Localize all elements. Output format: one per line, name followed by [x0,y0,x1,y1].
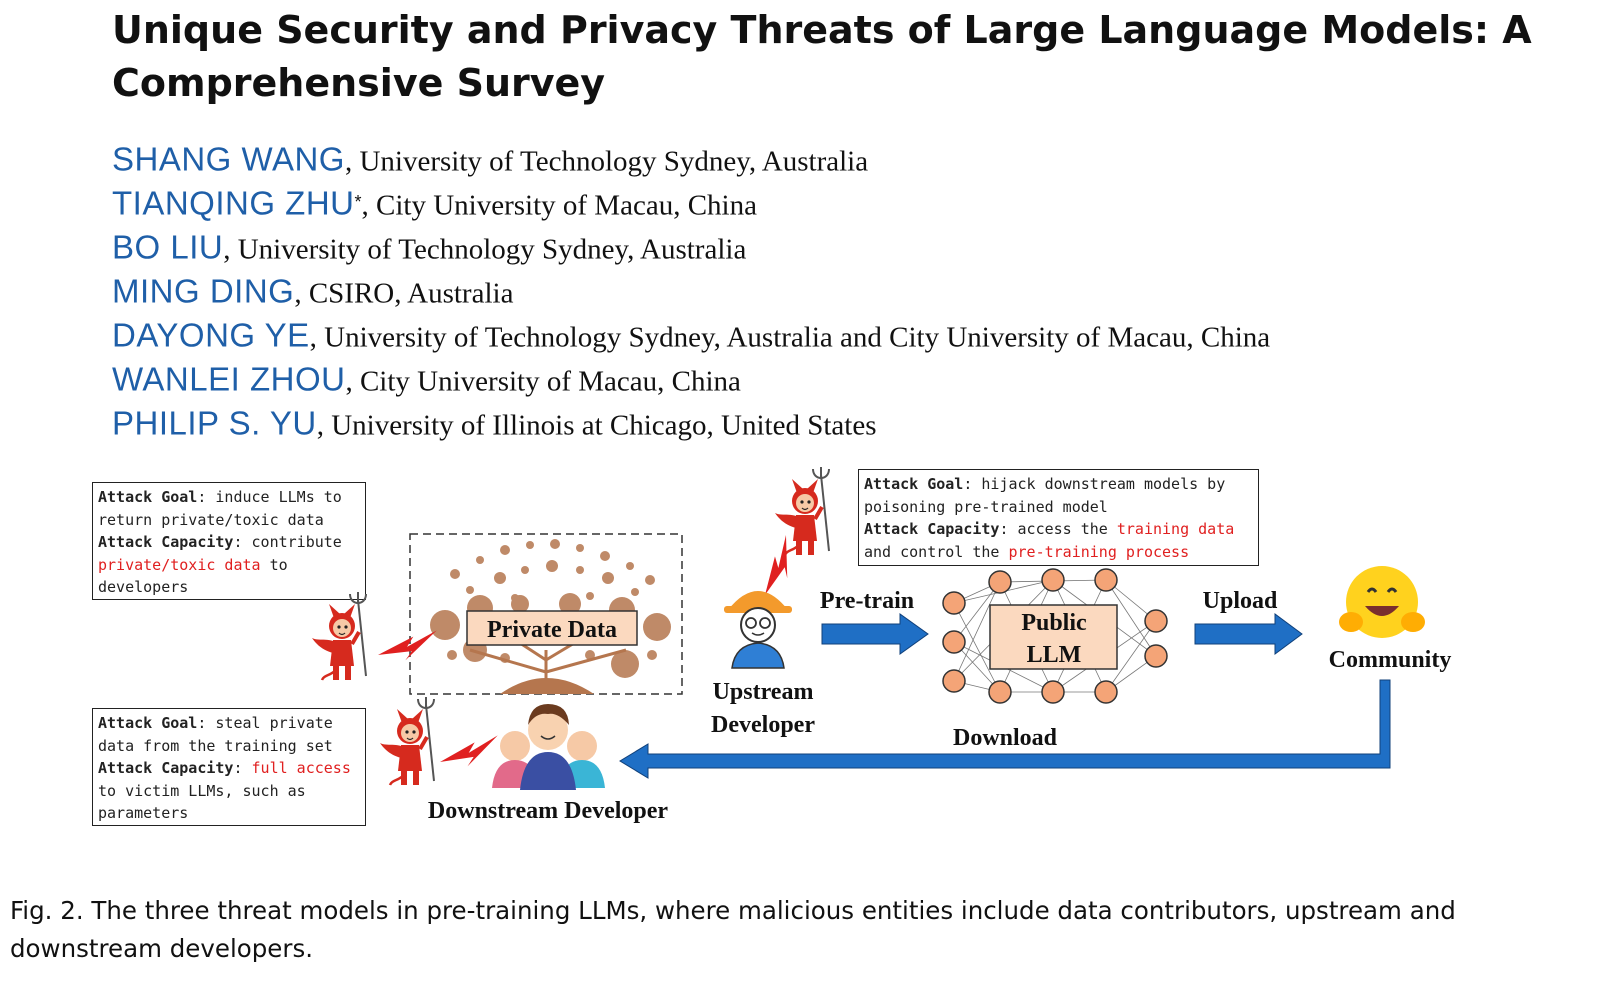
attack-capacity-label: Attack Capacity [98,759,234,777]
public-llm-label: LLM [1027,642,1082,668]
author-affiliation: , City University of Macau, China [345,365,741,398]
attack-capacity-tail: to victim LLMs, such as parameters [98,781,306,823]
author-entry: TIANQING ZHU*, City University of Macau,… [112,180,1592,224]
upload-label: Upload [1203,588,1278,614]
attack-capacity-tail: to developers [98,555,288,597]
public-llm-network [942,568,1168,704]
attack-capacity-label: Attack Capacity [98,533,234,551]
author-affiliation: , City University of Macau, China [361,189,757,222]
downstream-developer-icon [492,704,605,790]
author-affiliation: , University of Technology Sydney, Austr… [309,321,1271,354]
attack-capacity-highlight: private/toxic data [98,555,261,574]
attack-goal-label: Attack Goal [98,714,198,732]
pretrain-label: Pre-train [820,588,914,614]
private-data-cloud: Private Data [409,533,683,695]
upstream-developer-icon [724,591,792,669]
author-name: WANLEI ZHOU [112,360,346,398]
author-affiliation: , University of Technology Sydney, Austr… [344,145,869,178]
author-entry: DAYONG YE, University of Technology Sydn… [112,312,1592,356]
attack-box-data-contributor: Attack Goal: induce LLMs to return priva… [92,482,366,600]
community-label: Community [1329,647,1452,673]
attack-capacity-highlight: full access [251,759,351,777]
author-name: BO LIU [112,228,224,266]
author-name: DAYONG YE [112,316,310,354]
figure-caption: Fig. 2. The three threat models in pre-t… [10,896,1456,963]
author-name: SHANG WANG [112,140,345,178]
download-arrow [619,679,1391,779]
attack-box-downstream: Attack Goal: steal private data from the… [92,708,366,826]
attack-capacity-highlight: pre-training process [1008,542,1190,561]
private-data-label: Private Data [487,617,617,643]
author-sup: * [354,192,362,212]
author-name: MING DING [112,272,295,310]
attack-goal-text: : induce LLMs to return private/toxic da… [98,488,342,529]
devil-upstream-icon [773,465,831,557]
attack-capacity-highlight: training data [1116,520,1235,538]
public-llm-label: Public [1021,610,1087,636]
attack-capacity-text: : [233,759,252,777]
author-name: TIANQING ZHU [112,184,355,222]
attack-goal-label: Attack Goal [98,488,198,506]
author-entry: PHILIP S. YU, University of Illinois at … [112,400,1592,444]
attack-capacity-text: : contribute [233,533,342,551]
hugging-face-icon [1339,566,1425,638]
author-entry: WANLEI ZHOU, City University of Macau, C… [112,356,1592,400]
attack-capacity-mid: and control the [864,542,1009,561]
lightning-bolt-icon [375,630,441,665]
author-name: PHILIP S. YU [112,404,317,442]
attack-goal-text: : hijack downstream models by poisoning … [864,475,1226,516]
attack-capacity-label: Attack Capacity [864,520,1000,538]
downstream-developer-label: Downstream Developer [428,798,669,824]
author-affiliation: , University of Illinois at Chicago, Uni… [316,409,877,442]
attack-goal-text: : steal private data from the training s… [98,714,333,755]
pretrain-arrow [821,613,929,655]
attack-box-upstream: Attack Goal: hijack downstream models by… [858,469,1259,566]
upstream-developer-label: Upstream [713,679,814,705]
upload-arrow [1194,613,1303,655]
author-affiliation: , CSIRO, Australia [294,277,514,310]
devil-data-contributor-icon [310,590,368,682]
attack-goal-label: Attack Goal [864,475,964,493]
download-label: Download [953,725,1058,751]
author-entry: SHANG WANG, University of Technology Syd… [112,136,1592,180]
devil-downstream-icon [378,695,436,787]
attack-capacity-text: : access the [999,520,1117,538]
author-entry: MING DING, CSIRO, Australia [112,268,1592,312]
paper-title: Unique Security and Privacy Threats of L… [112,8,1532,105]
author-entry: BO LIU, University of Technology Sydney,… [112,224,1592,268]
upstream-developer-label: Developer [711,712,815,738]
author-list: SHANG WANG, University of Technology Syd… [112,136,1592,444]
author-affiliation: , University of Technology Sydney, Austr… [223,233,747,266]
lightning-bolt-icon [437,735,503,772]
